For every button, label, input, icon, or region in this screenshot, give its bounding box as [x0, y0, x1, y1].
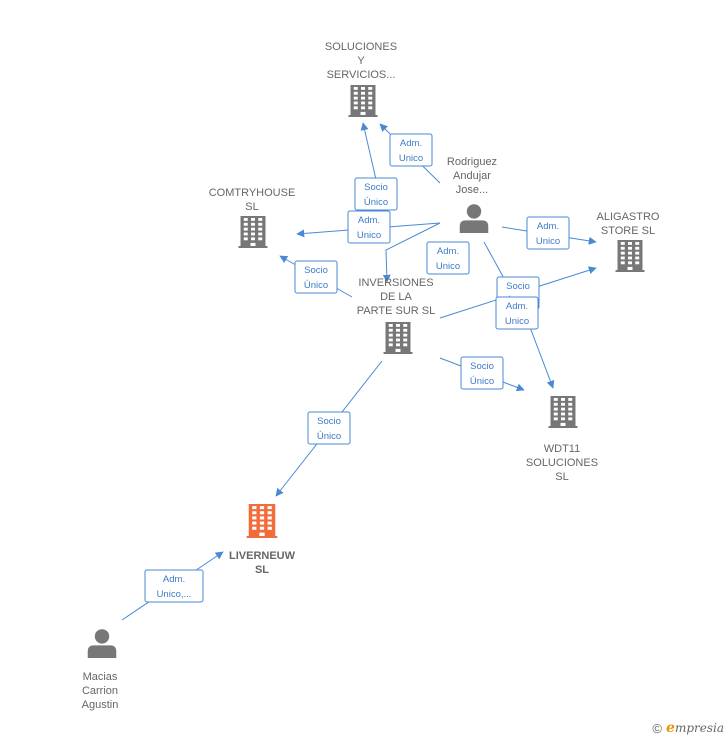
relation-badge-text: Adm. — [358, 215, 380, 226]
node-label: DE LA — [380, 291, 412, 303]
node-inversiones[interactable]: INVERSIONES DE LA PARTE SUR SL — [357, 277, 435, 354]
relation-badge-text: Único — [470, 376, 494, 387]
building-icon — [383, 322, 413, 354]
relation-badge-text: Socio — [506, 281, 530, 292]
relation-badge-text: Unico — [536, 236, 560, 247]
relation-badge-text: Unico — [505, 316, 529, 327]
relation-badge[interactable]: Adm. Unico — [426, 241, 470, 275]
node-label: SOLUCIONES — [526, 457, 598, 469]
node-liverneuw[interactable]: LIVERNEUW SL — [229, 504, 296, 576]
copyright-symbol: © — [652, 720, 663, 736]
node-label: INVERSIONES — [358, 277, 433, 289]
relation-badge-text: Adm. — [163, 574, 185, 585]
relation-badge-text: Único — [364, 197, 388, 208]
relation-badge-box — [426, 241, 470, 275]
node-label: LIVERNEUW — [229, 550, 296, 562]
footer-brand[interactable]: © empresia — [652, 720, 724, 736]
brand-name: mpresia — [674, 721, 724, 735]
building-icon — [348, 85, 378, 117]
node-label: ALIGASTRO — [597, 211, 660, 223]
node-label: WDT11 — [544, 443, 580, 455]
edge-rodriguez-to-inversiones — [382, 222, 441, 283]
relation-badge-text: Único — [304, 280, 328, 291]
node-label: Agustin — [82, 699, 119, 711]
node-label: Carrion — [82, 685, 118, 697]
brand-logo: empresia — [666, 720, 724, 736]
node-rodriguez[interactable]: RodriguezAndujarJose... — [447, 156, 497, 233]
relation-badge[interactable]: Adm. Unico,... — [144, 569, 204, 603]
relation-badge-text: Único — [317, 431, 341, 442]
node-label: Y — [357, 55, 365, 67]
node-label: Andujar — [453, 170, 491, 182]
node-label: SOLUCIONES — [325, 41, 397, 53]
nodes-layer: SOLUCIONES Y SERVICIOS... RodriguezAndujarJ… — [82, 41, 660, 711]
building-icon — [548, 396, 578, 428]
relation-badge[interactable]: Adm. Unico — [389, 133, 433, 167]
relation-badge-text: Adm. — [400, 138, 422, 149]
relation-badge-box — [526, 216, 570, 250]
node-label: STORE SL — [601, 225, 655, 237]
node-label: SERVICIOS... — [327, 69, 396, 81]
building-icon — [246, 504, 278, 538]
relation-badge-box — [354, 177, 398, 211]
relation-badge-box — [144, 569, 204, 603]
person-icon — [459, 204, 489, 233]
relation-badge-text: Unico — [357, 230, 381, 241]
relation-badge-box — [495, 296, 539, 330]
relation-badge-box — [307, 411, 351, 445]
relation-badge-box — [460, 356, 504, 390]
relation-badge-text: Unico — [436, 261, 460, 272]
node-soluciones[interactable]: SOLUCIONES Y SERVICIOS... — [325, 41, 397, 117]
node-label: COMTRYHOUSE — [209, 187, 296, 199]
node-aligastro[interactable]: ALIGASTRO STORE SL — [597, 211, 660, 272]
relation-badge-text: Unico,... — [157, 589, 192, 600]
relation-badge-text: Adm. — [506, 301, 528, 312]
brand-initial: e — [666, 720, 675, 736]
node-comtryhouse[interactable]: COMTRYHOUSE SL — [209, 187, 296, 248]
relation-badge[interactable]: Adm. Unico — [495, 296, 539, 330]
building-icon — [615, 240, 645, 272]
relation-badge-text: Socio — [364, 182, 388, 193]
node-label: Rodriguez — [447, 156, 497, 168]
node-label: Macias — [83, 671, 118, 683]
relation-badge-text: Adm. — [437, 246, 459, 257]
relation-badge[interactable]: Adm. Unico — [526, 216, 570, 250]
relation-badge-text: Socio — [304, 265, 328, 276]
node-label: SL — [255, 564, 269, 576]
relation-badge[interactable]: Adm. Unico — [347, 210, 391, 244]
relation-badge-text: Socio — [470, 361, 494, 372]
building-icon — [238, 216, 268, 248]
relation-badge-text: Adm. — [537, 221, 559, 232]
relation-badge-box — [347, 210, 391, 244]
node-label: PARTE SUR SL — [357, 305, 435, 317]
relation-badge-box — [294, 260, 338, 294]
relation-badge-text: Unico — [399, 153, 423, 164]
node-label: SL — [245, 201, 258, 213]
relation-badge-text: Socio — [317, 416, 341, 427]
badges-layer: Adm.UnicoSocioÚnicoAdm.UnicoAdm.UnicoSoc… — [144, 133, 570, 603]
node-label: Jose... — [456, 184, 488, 196]
node-label: SL — [555, 471, 568, 483]
relation-badge-box — [389, 133, 433, 167]
person-icon — [87, 629, 117, 658]
